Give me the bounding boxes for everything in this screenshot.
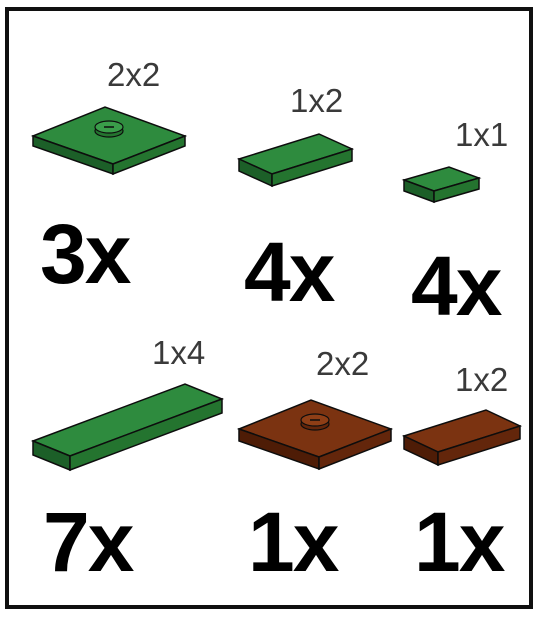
green-1x2-tile-icon: [236, 130, 356, 195]
quantity-label: 1x: [248, 500, 337, 584]
quantity-label: 1x: [414, 500, 503, 584]
green-2x2-plate-icon: [30, 100, 190, 175]
quantity-label: 4x: [244, 230, 333, 314]
size-label: 1x1: [455, 118, 508, 151]
quantity-label: 3x: [40, 212, 129, 296]
green-1x4-tile-icon: [30, 380, 225, 475]
size-label: 2x2: [316, 347, 369, 380]
size-label: 2x2: [107, 58, 160, 91]
quantity-label: 4x: [411, 244, 500, 328]
quantity-label: 7x: [43, 500, 132, 584]
size-label: 1x4: [152, 336, 205, 369]
brown-2x2-plate-icon: [236, 395, 396, 475]
size-label: 1x2: [290, 84, 343, 117]
brown-1x2-tile-icon: [402, 405, 524, 473]
green-1x1-tile-icon: [402, 163, 482, 208]
size-label: 1x2: [455, 363, 508, 396]
